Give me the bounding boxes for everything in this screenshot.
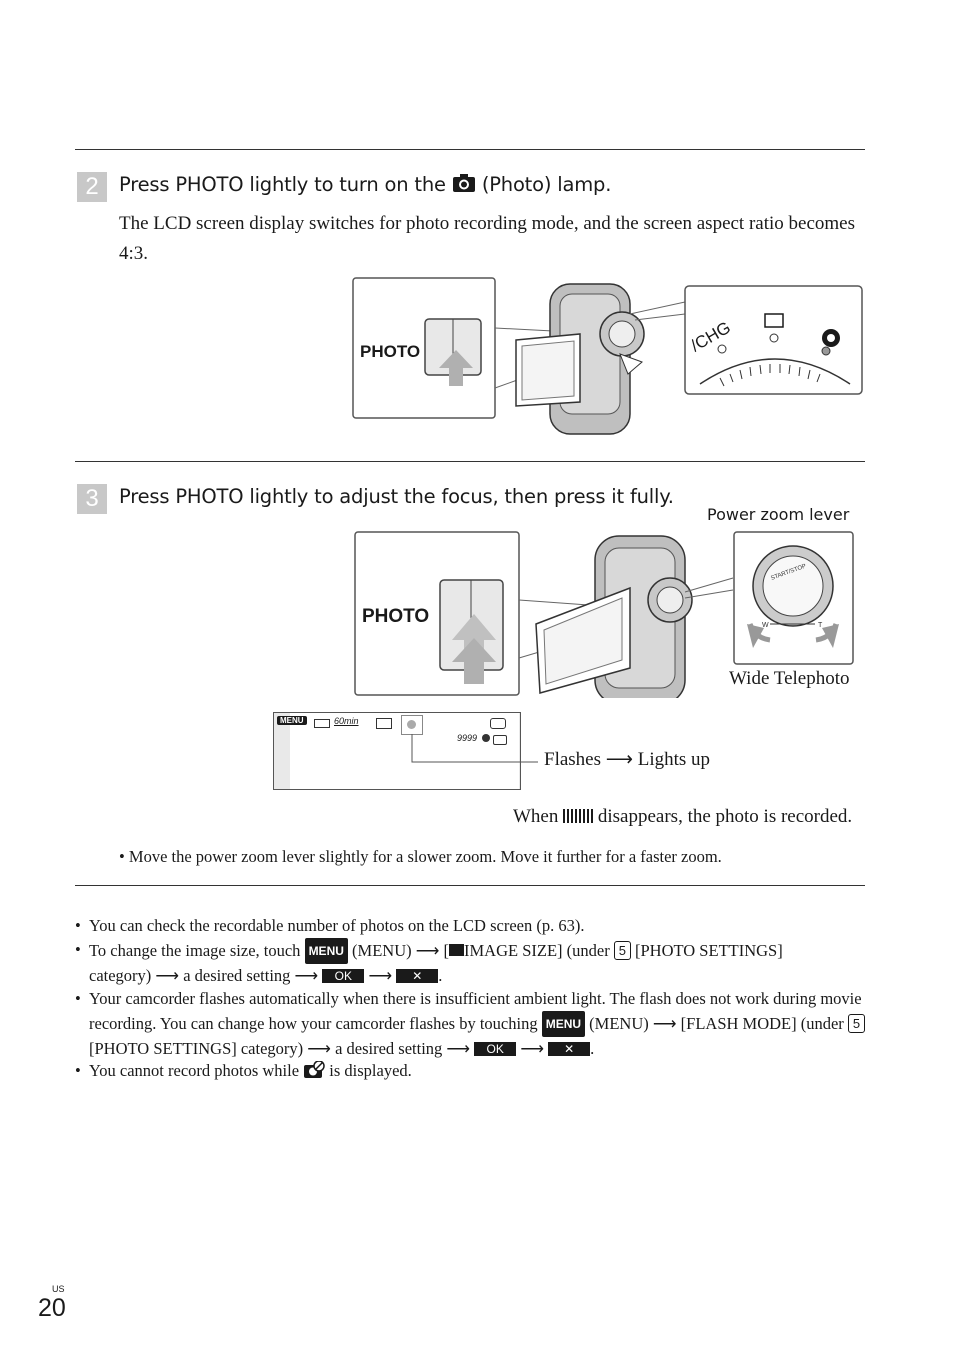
recorded-after: disappears, the photo is recorded. [597,806,853,827]
focus-icon [482,734,490,742]
flash-callout-line [411,734,538,763]
step-number: 3 [77,484,107,514]
camcorder-photo-lamp-illustration: PHOTO /CHG [352,277,863,435]
photo-button-label: PHOTO [362,606,429,627]
arrow-right-icon: ⟶ [294,966,319,985]
lever-t-label: T [818,622,823,629]
note-text: You can check the recordable number of p… [89,916,585,935]
step-heading: Press PHOTO lightly to turn on the (Phot… [119,173,611,196]
step-description: The LCD screen display switches for phot… [119,213,855,264]
category-number: 5 [613,941,631,960]
arrow-right-icon: ⟶ [307,1039,331,1058]
image-size-icon [376,718,392,729]
media-icon [490,718,506,729]
close-button: ✕ [548,1042,591,1056]
ok-button: OK [474,1042,517,1056]
tip-item: • Move the power zoom lever slightly for… [119,845,864,869]
arrow-right-icon: ⟶ [520,1039,544,1058]
recorded-before: When [513,806,559,827]
arrow-right-icon: ⟶ [446,1039,471,1058]
menu-key: MENU [304,938,348,964]
recorded-note: When disappears, the photo is recorded. [513,806,852,828]
tip-text: Move the power zoom lever slightly for a… [128,847,722,866]
battery-icon [314,719,330,728]
arrow-right-icon: ⟶ [605,749,633,770]
step-number: 2 [77,172,107,202]
page-number: 20 [38,1294,66,1322]
step-heading: Press PHOTO lightly to adjust the focus,… [119,485,674,508]
arrow-right-icon: ⟶ [155,966,180,985]
bullet: • [119,847,125,866]
divider [75,885,865,886]
image-size-icon [449,944,465,956]
step-heading-text: Press PHOTO lightly to turn on the [119,173,446,196]
memory-icon [493,735,507,745]
no-photo-icon [303,1060,325,1079]
note-text: Your camcorder flashes automatically whe… [89,987,865,1061]
note-item: • To change the image size, touch MENU (… [75,938,865,988]
photo-count: 9999 [457,733,478,743]
lever-w-label: W [762,622,769,629]
flash-label: Flashes ⟶ Lights up [544,748,710,771]
close-button: ✕ [396,969,439,983]
photo-lamp-indicator [401,715,423,735]
note-item: • Your camcorder flashes automatically w… [75,987,865,1061]
zoom-lever-label: Power zoom lever [707,505,850,524]
divider [75,149,865,150]
menu-key: MENU [541,1011,586,1037]
arrow-right-icon: ⟶ [415,941,440,960]
category-number: 5 [847,1014,865,1033]
arrow-right-icon: ⟶ [368,966,393,985]
note-item: • You cannot record photos while is disp… [75,1059,865,1083]
flash-label-before: Flashes [544,749,601,770]
note-text: You cannot record photos while is displa… [89,1060,412,1080]
wide-telephoto-label: Wide Telephoto [729,668,850,689]
photo-button-label: PHOTO [360,342,420,361]
arrow-right-icon: ⟶ [652,1014,677,1033]
divider [75,461,865,462]
note-text: To change the image size, touch MENU (ME… [89,938,865,988]
note-item: • You can check the recordable number of… [75,914,865,938]
lcd-menu-button[interactable]: MENU [277,716,307,725]
step-heading-text: (Photo) lamp. [481,173,612,196]
camcorder-focus-illustration: PHOTO START/STOP W T [354,531,854,698]
lcd-screen: MENU 60min 9999 [273,712,521,790]
camera-icon [452,174,475,192]
recording-bars-icon [563,809,594,823]
flash-label-after: Lights up [637,749,711,770]
region-code: US [52,1284,65,1294]
remaining-time: 60min [334,716,359,726]
ok-button: OK [322,969,365,983]
